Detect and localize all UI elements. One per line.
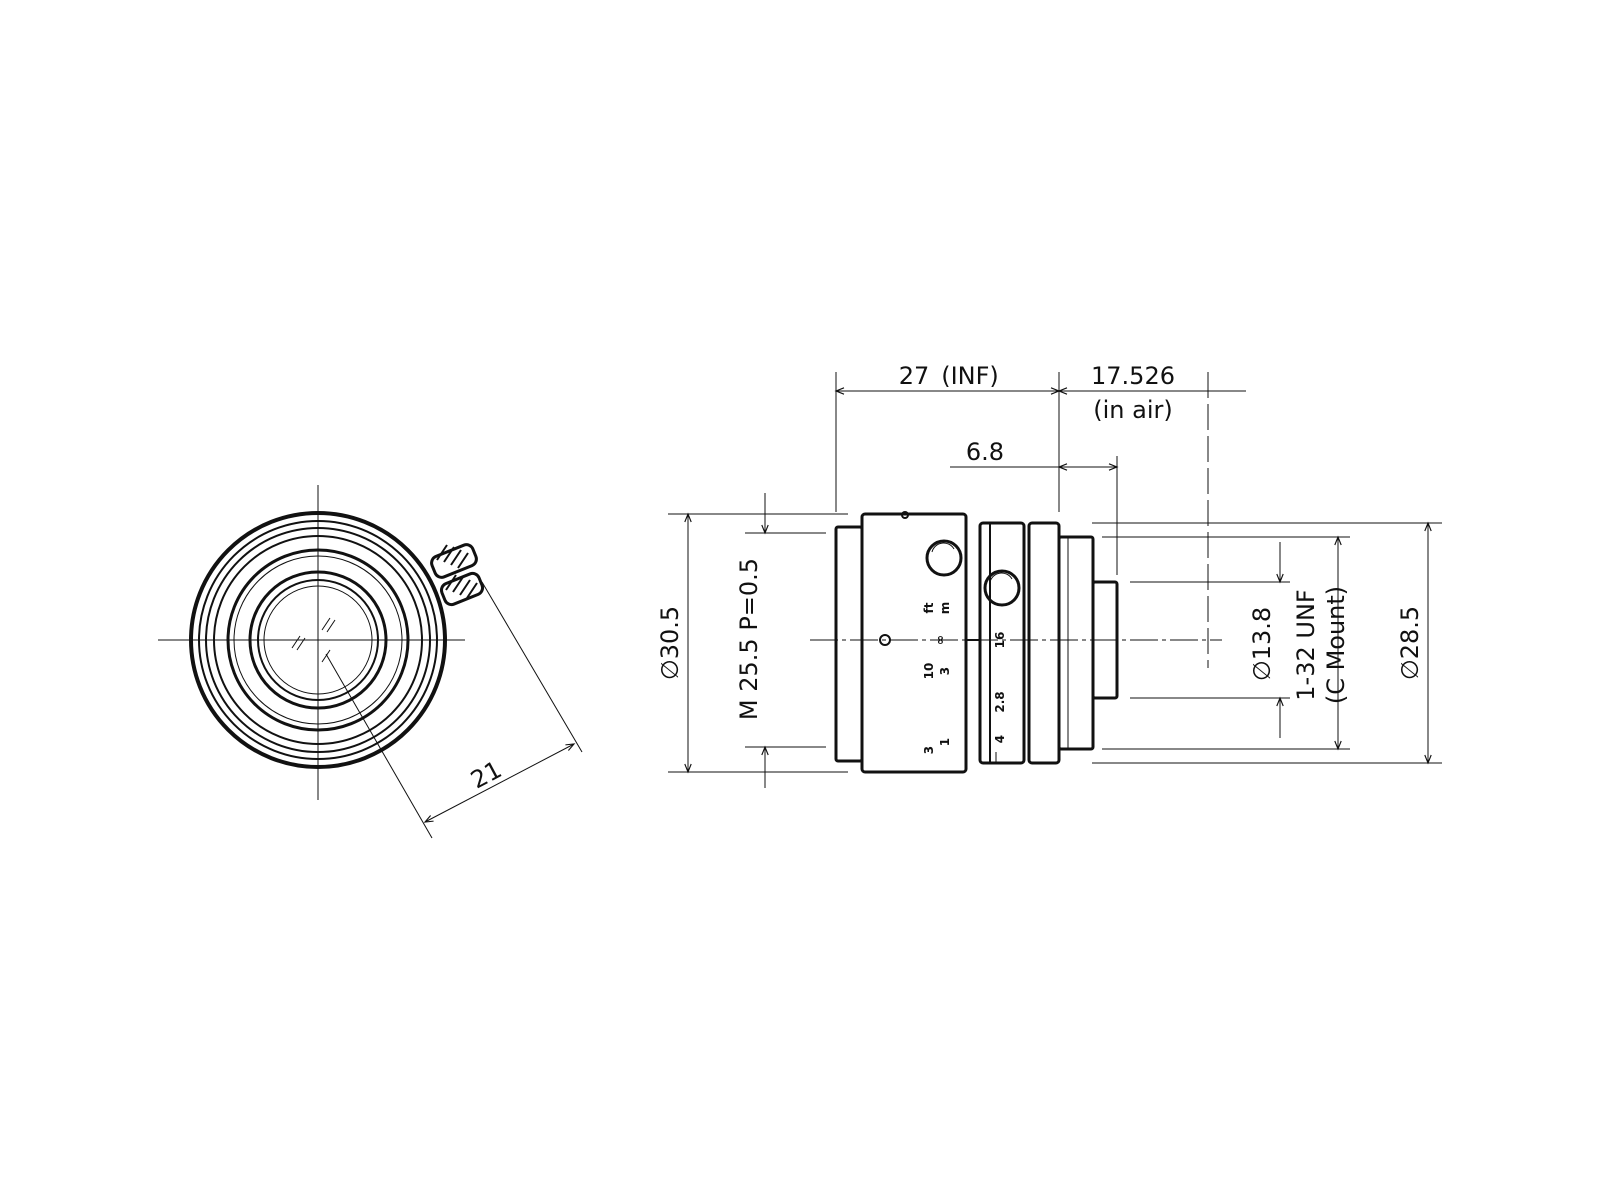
focus-unit-m: m [938,602,952,615]
front-ring-8 [257,579,379,701]
focus-ring-top-dot [901,511,909,519]
mount-depth-value: 6.8 [966,438,1004,466]
focus-3ft: 3 [922,746,936,754]
iris-ring [978,521,1026,765]
glass-hatch-2 [296,637,306,651]
front-ring-6 [233,555,403,725]
rear-protrusion [1091,580,1119,700]
front-view: 21 [158,485,583,839]
knob-extension-line [481,581,583,753]
mount-thread-label: 1-32 UNF [1292,589,1320,700]
focus-index-mark [879,634,891,646]
front-ring-3 [205,527,431,753]
glass-hatch-5 [321,649,331,663]
front-ring-7 [248,570,388,710]
knob-reach-label: 21 [466,755,506,794]
flange-focal-note: (INF) [941,362,999,390]
iris-knob-highlight [989,572,1013,583]
front-ring-2 [198,520,438,760]
front-ring-5 [226,548,410,732]
focus-unit-ft: ft [922,602,936,613]
back-focus-value: 17.526 [1091,362,1175,390]
rear-dia-label: ∅13.8 [1248,607,1276,681]
iris-f2-8: 2.8 [993,691,1007,712]
focus-knob-highlight [931,542,955,553]
c-mount-thread [1057,535,1095,751]
flange-focal-value: 27 [899,362,930,390]
rear-ring [1027,521,1061,765]
focus-ring-body [860,512,968,774]
side-view: ft m ∞ 10 3 3 1 16 2.8 4 27 (INF) 17.526… [656,362,1442,788]
front-ring-4 [213,535,423,745]
focus-3m: 3 [938,667,952,675]
glass-hatch-4 [326,619,336,633]
body-dia-label: ∅28.5 [1396,606,1424,680]
front-filter-ring [834,525,864,763]
iris-f16: 16 [993,632,1007,649]
center-extension-line [325,653,433,839]
focus-lock-knob [925,539,963,577]
focus-1m: 1 [938,738,952,746]
focus-10ft: 10 [922,663,936,680]
knob-reach-dim-line [423,743,576,823]
glass-hatch-3 [321,617,331,631]
locking-knob-front [430,543,485,607]
iris-lock-knob [983,569,1021,607]
outer-dia-label: ∅30.5 [656,606,684,680]
back-focus-note: (in air) [1093,396,1172,424]
focus-infinity: ∞ [933,635,947,645]
iris-f4: 4 [993,735,1007,743]
front-ring-9 [263,585,373,695]
glass-hatch-1 [291,635,301,649]
filter-thread-label: M 25.5 P=0.5 [735,558,763,720]
mount-type-label: (C Mount) [1322,586,1350,704]
front-outer-ring [189,511,447,769]
